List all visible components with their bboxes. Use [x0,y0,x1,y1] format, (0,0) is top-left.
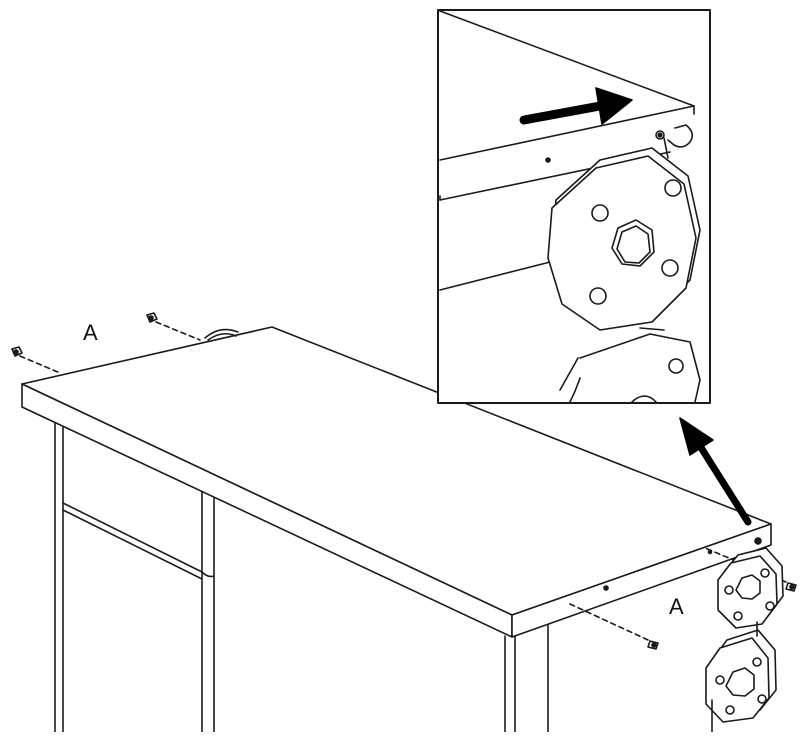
screw-icon [11,346,61,374]
arrow-icon [679,417,752,526]
bracket-back-edge [207,332,237,341]
hole-dot [603,585,609,591]
screw-icon [569,603,659,650]
screw-icon [146,312,201,341]
desk-top [21,326,772,638]
screw-label-a-right: A [669,594,684,619]
bracket-back-edge [204,328,239,339]
bracket-icon [717,537,784,629]
bracket-icon [705,629,777,733]
detail-callout-icon [437,9,711,404]
desk-base [54,419,549,733]
screw-label-a-left: A [83,320,98,345]
